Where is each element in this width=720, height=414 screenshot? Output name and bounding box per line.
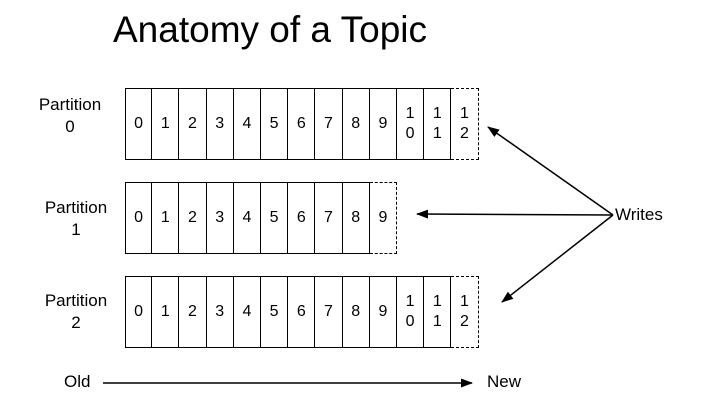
offset-number: 4: [242, 303, 252, 320]
diagram-title: Anatomy of a Topic: [113, 9, 427, 50]
partition-2-offset-cell: 9: [369, 276, 397, 348]
write-arrow-partition-2: [501, 214, 614, 303]
partition-0-offset-cell: 9: [369, 88, 397, 160]
offset-number: 6: [296, 209, 306, 226]
partition-2-offset-cell: 6: [288, 276, 316, 348]
partition-1-offset-cell: 4: [233, 182, 261, 254]
partition-1-offset-cell: 0: [125, 182, 153, 254]
partition-0-offset-cell: 7: [315, 88, 343, 160]
partition-0-offset-cell: 2: [179, 88, 207, 160]
partition-0-offset-cell: 4: [233, 88, 261, 160]
partition-0-offset-cell: 3: [206, 88, 234, 160]
offset-number: 8: [351, 303, 361, 320]
offset-number: 9: [378, 115, 388, 132]
offset-number: 7: [324, 303, 333, 320]
offset-number: 5: [269, 303, 279, 320]
offset-number: 4: [242, 209, 252, 226]
write-arrow-partition-1: [416, 209, 614, 219]
partition-0-offset-cell: 5: [261, 88, 289, 160]
offset-number: 7: [324, 115, 333, 132]
offset-number: 2: [188, 115, 197, 132]
partition-2-offset-cell: 4: [233, 276, 261, 348]
partition-1-next-offset: 9: [369, 182, 397, 254]
partition-2-offset-cell: 5: [261, 276, 289, 348]
partition-0-offset-cell: 8: [342, 88, 370, 160]
partition-1-offset-cell: 2: [179, 182, 207, 254]
offset-number: 8: [351, 209, 361, 226]
offset-number: 3: [215, 303, 225, 320]
timeline-new-label: New: [487, 372, 522, 391]
partition-1-offset-cell: 1: [152, 182, 180, 254]
offset-number: 5: [269, 209, 279, 226]
offset-number: 0: [134, 303, 144, 320]
offset-number: 7: [324, 209, 333, 226]
offset-number: 6: [296, 115, 306, 132]
partition-2-offset-cell: 8: [342, 276, 370, 348]
partition-2-offset-cell: 2: [179, 276, 207, 348]
write-arrow-partition-0: [487, 126, 614, 216]
offset-number: 2: [188, 303, 197, 320]
partition-2-offset-cell: 3: [206, 276, 234, 348]
partition-0-offset-cell: 6: [288, 88, 316, 160]
offset-number: 0: [134, 209, 144, 226]
offset-number: 8: [351, 115, 361, 132]
partition-1-offset-cell: 7: [315, 182, 343, 254]
offset-number: 4: [242, 115, 252, 132]
partition-1-offset-cell: 3: [206, 182, 234, 254]
partition-1-offset-cell: 8: [342, 182, 370, 254]
offset-number: 5: [269, 115, 279, 132]
offset-number: 1: [160, 115, 170, 132]
partition-2-offset-cell: 7: [315, 276, 343, 348]
offset-number: 2: [188, 209, 197, 226]
writes-label: Writes: [615, 205, 663, 224]
partition-1-offset-cell: 6: [288, 182, 316, 254]
partition-1-offset-cell: 5: [261, 182, 289, 254]
offset-number: 3: [215, 115, 225, 132]
partition-0-offset-cell: 0: [125, 88, 153, 160]
partition-2-offset-cell: 1: [152, 276, 180, 348]
offset-number: 9: [378, 209, 388, 226]
offset-number: 3: [215, 209, 225, 226]
offset-number: 6: [296, 303, 306, 320]
timeline-old-label: Old: [64, 372, 91, 391]
partition-0-offset-cell: 1: [152, 88, 180, 160]
offset-number: 1: [160, 209, 170, 226]
partition-2-offset-cell: 0: [125, 276, 153, 348]
offset-number: 1: [160, 303, 170, 320]
offset-number: 9: [378, 303, 388, 320]
offset-number: 0: [134, 115, 144, 132]
